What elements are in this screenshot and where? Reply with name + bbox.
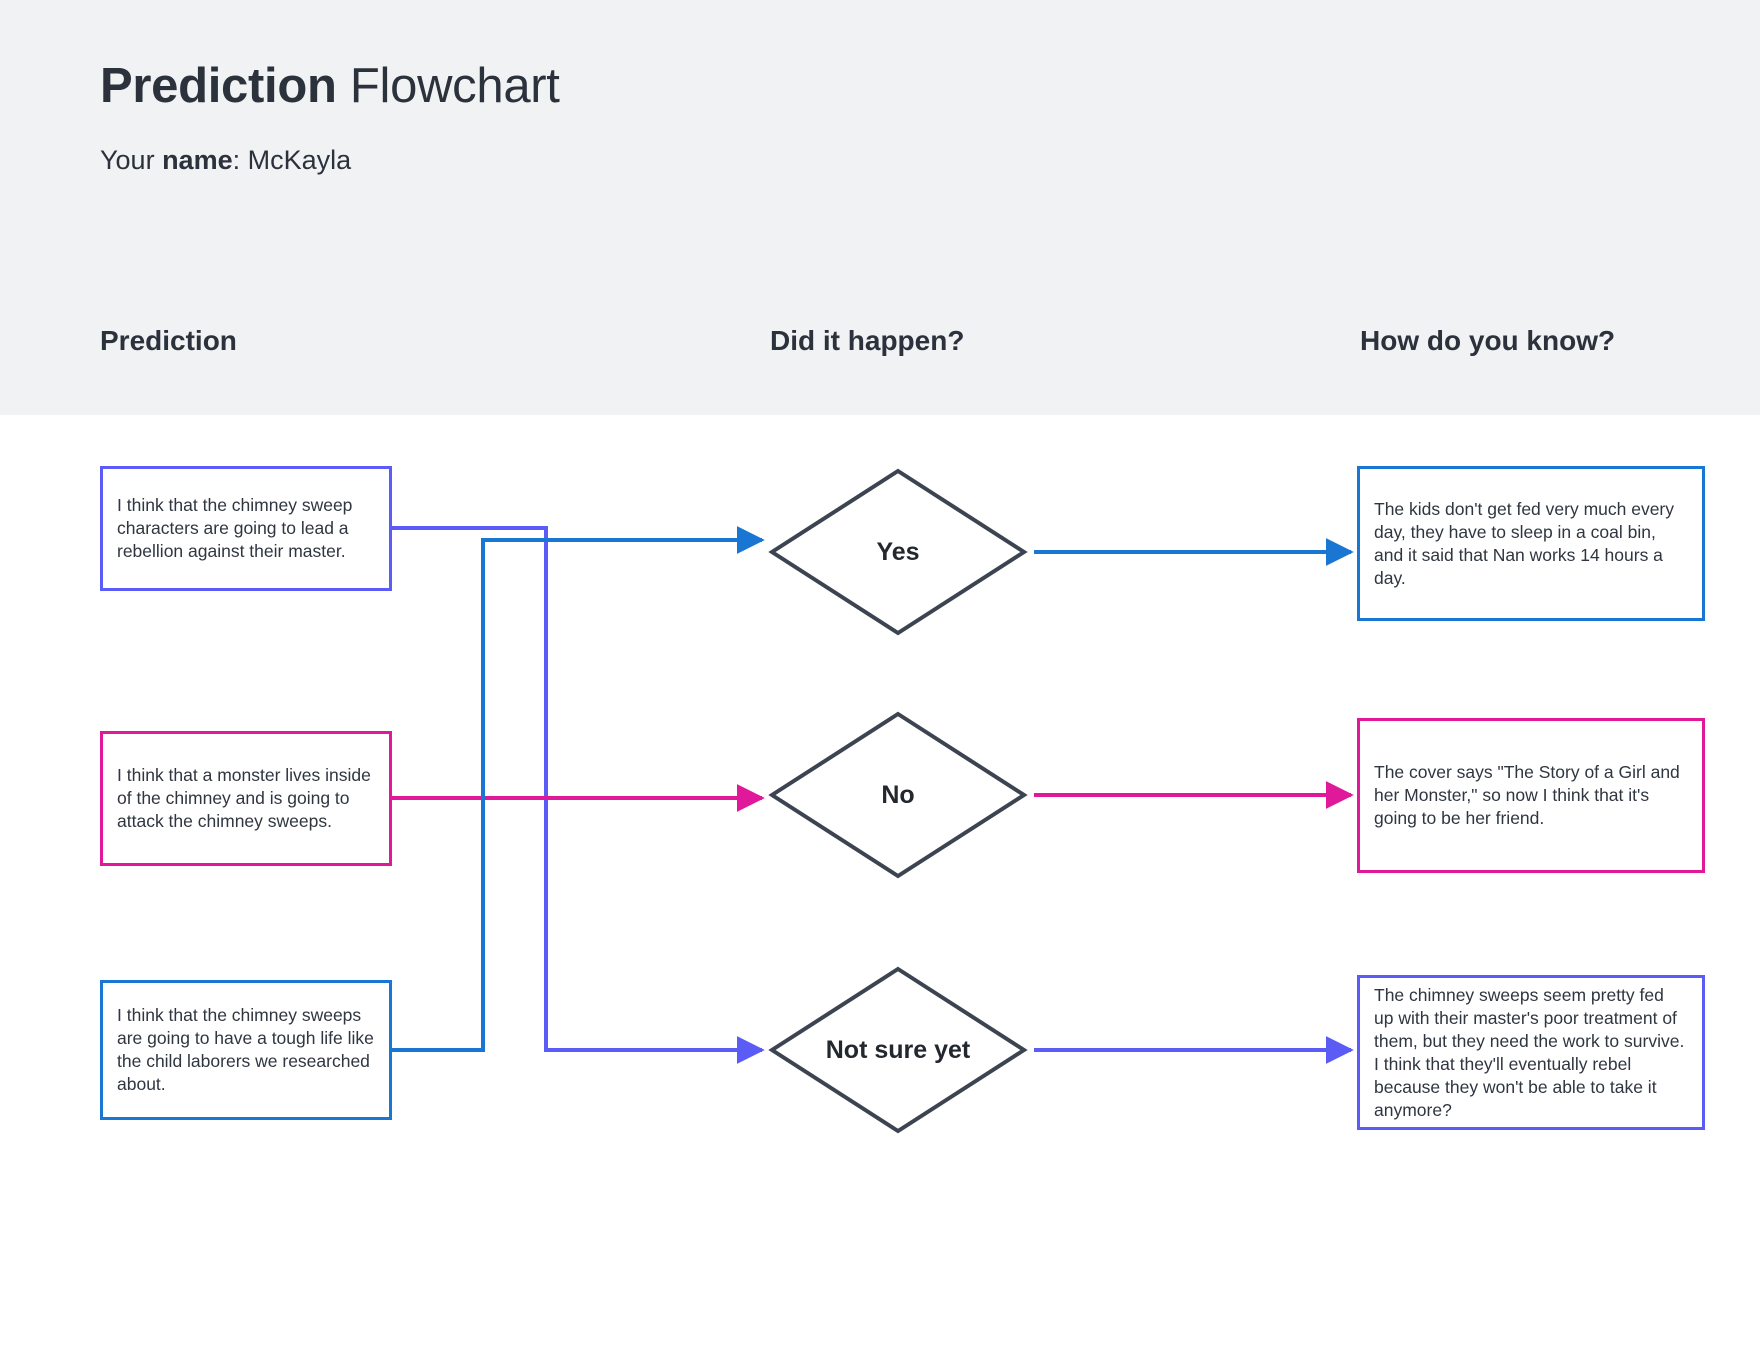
page-title-bold: Prediction bbox=[100, 59, 337, 113]
column-header-prediction: Prediction bbox=[100, 325, 237, 356]
diamond-shape-icon bbox=[768, 468, 1028, 636]
diamond-shape-icon bbox=[768, 711, 1028, 879]
evidence-box-1[interactable]: The kids don't get fed very much every d… bbox=[1357, 466, 1705, 621]
page-title-rest: Flowchart bbox=[336, 59, 560, 113]
subtitle-prefix: Your bbox=[100, 145, 163, 175]
column-header-did-it-happen: Did it happen? bbox=[770, 325, 965, 356]
evidence-box-2-text: The cover says "The Story of a Girl and … bbox=[1374, 762, 1680, 828]
decision-diamond-no[interactable]: No bbox=[768, 710, 1028, 880]
prediction-box-3[interactable]: I think that the chimney sweeps are goin… bbox=[100, 980, 392, 1120]
page-subtitle: Your name: McKayla bbox=[100, 143, 351, 177]
connector-prediction-1-to-not-sure-yet bbox=[392, 526, 765, 1064]
prediction-box-3-text: I think that the chimney sweeps are goin… bbox=[117, 1005, 374, 1094]
prediction-box-2-text: I think that a monster lives inside of t… bbox=[117, 765, 371, 831]
decision-label-not-sure-yet: Not sure yet bbox=[825, 1035, 971, 1064]
subtitle-label-name: name bbox=[162, 145, 233, 175]
decision-diamond-yes[interactable]: Yes bbox=[768, 467, 1028, 637]
evidence-box-1-text: The kids don't get fed very much every d… bbox=[1374, 498, 1675, 588]
decision-diamond-not-sure-yet[interactable]: Not sure yet bbox=[768, 965, 1028, 1135]
evidence-box-3[interactable]: The chimney sweeps seem pretty fed up wi… bbox=[1357, 975, 1705, 1130]
header-band bbox=[0, 0, 1760, 415]
prediction-box-2[interactable]: I think that a monster lives inside of t… bbox=[100, 731, 392, 866]
decision-label-yes: Yes bbox=[876, 537, 920, 566]
evidence-box-2[interactable]: The cover says "The Story of a Girl and … bbox=[1357, 718, 1705, 873]
connector-prediction-3-to-yes bbox=[392, 526, 765, 1052]
decision-label-no: No bbox=[881, 780, 915, 809]
prediction-box-1-text: I think that the chimney sweep character… bbox=[117, 495, 353, 561]
page-title: Prediction Flowchart bbox=[100, 57, 560, 116]
column-header-how-do-you-know: How do you know? bbox=[1360, 325, 1616, 356]
evidence-box-3-text: The chimney sweeps seem pretty fed up wi… bbox=[1374, 984, 1685, 1120]
prediction-box-1[interactable]: I think that the chimney sweep character… bbox=[100, 466, 392, 591]
subtitle-value: : McKayla bbox=[232, 145, 352, 175]
diamond-shape-icon bbox=[768, 966, 1028, 1134]
